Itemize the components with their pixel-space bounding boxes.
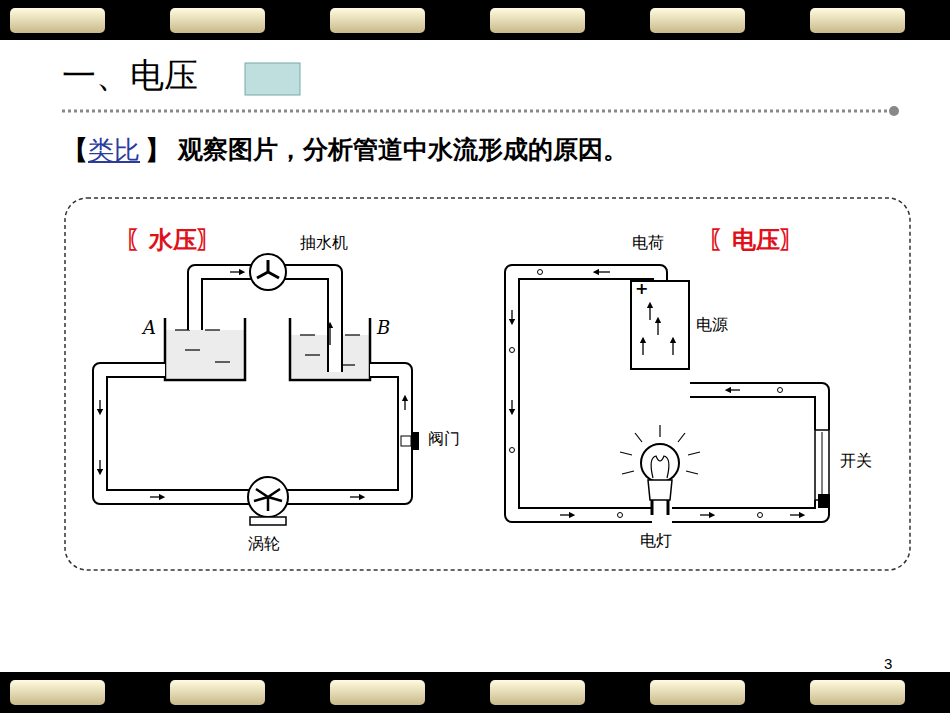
film-hole bbox=[10, 8, 105, 33]
film-strip-top bbox=[0, 0, 950, 40]
point-label: B bbox=[377, 318, 390, 339]
film-hole bbox=[650, 680, 745, 705]
film-hole bbox=[490, 680, 585, 705]
bracket: 】 bbox=[145, 136, 171, 166]
instruction: 观察图片，分析管道中水流形成的原因。 bbox=[178, 136, 628, 165]
film-hole bbox=[170, 8, 265, 33]
part-label: 涡轮 bbox=[248, 535, 280, 553]
section-heading: 〖电压〗 bbox=[708, 227, 804, 255]
film-hole bbox=[810, 8, 905, 33]
polarity-sign: + bbox=[635, 280, 648, 298]
film-holes bbox=[10, 8, 905, 705]
film-hole bbox=[490, 8, 585, 33]
analogy-tag: 类比 bbox=[88, 136, 140, 166]
rule-dot bbox=[889, 106, 899, 116]
film-strip-bottom bbox=[0, 672, 950, 713]
part-label: 电源 bbox=[696, 316, 728, 334]
bracket: 【 bbox=[62, 136, 88, 166]
film-hole bbox=[330, 680, 425, 705]
section-heading: 〖水压〗 bbox=[125, 227, 221, 255]
power-source-box: +电源 bbox=[630, 280, 690, 370]
part-label: 开关 bbox=[840, 452, 872, 470]
dashed-frame bbox=[65, 198, 910, 570]
title-box bbox=[245, 63, 300, 95]
film-hole bbox=[810, 680, 905, 705]
point-label: A bbox=[143, 318, 156, 339]
dotted-rule bbox=[62, 110, 888, 113]
slide-title: 一、电压 bbox=[62, 56, 198, 95]
electric-circuit bbox=[510, 270, 831, 518]
page-number: 3 bbox=[884, 655, 892, 672]
water-circuit bbox=[100, 254, 419, 525]
film-hole bbox=[330, 8, 425, 33]
part-label: 阀门 bbox=[428, 430, 460, 448]
part-label: 电荷 bbox=[632, 234, 664, 252]
part-label: 抽水机 bbox=[300, 234, 348, 252]
film-hole bbox=[650, 8, 745, 33]
part-label: 电灯 bbox=[640, 532, 672, 550]
film-hole bbox=[10, 680, 105, 705]
film-hole bbox=[170, 680, 265, 705]
